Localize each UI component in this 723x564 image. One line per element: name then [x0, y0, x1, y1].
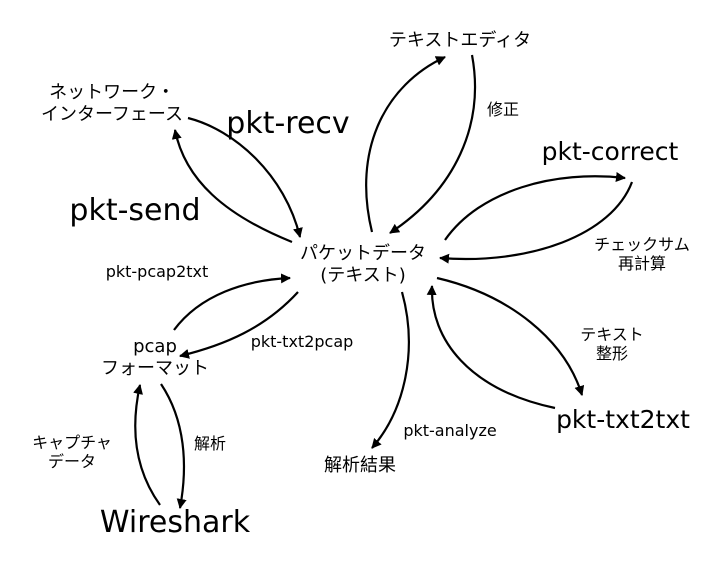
- packet-data-line1: パケットデータ: [300, 243, 426, 264]
- edge-label-analysis: 解析: [193, 434, 226, 453]
- text-format-line2: 整形: [595, 344, 628, 364]
- arrow-wireshark-to-pcap: [133, 384, 161, 506]
- arrow-pcap-to-packet: [173, 273, 291, 331]
- packet-data-line2: (テキスト): [320, 264, 406, 286]
- arrow-txt2txt-to-packet: [426, 285, 556, 410]
- arrow-packet-to-network-send: [171, 129, 293, 244]
- network-interface-line1: ネットワーク・: [49, 82, 175, 103]
- edge-label-edit: 修正: [486, 100, 519, 119]
- edge-label-pkt-recv: pkt-recv: [226, 106, 350, 141]
- edge-label-capture-data: キャプチャ データ: [22, 433, 122, 471]
- node-wireshark: Wireshark: [99, 505, 251, 540]
- edge-label-pkt-send: pkt-send: [69, 193, 201, 228]
- node-pkt-txt2txt: pkt-txt2txt: [556, 405, 690, 434]
- edge-label-checksum-recalc: チェックサム 再計算: [582, 235, 702, 273]
- arrow-editor-to-packet: [389, 54, 477, 234]
- edge-label-pkt-analyze: pkt-analyze: [403, 421, 497, 440]
- node-text-editor: テキストエディタ: [388, 30, 532, 51]
- edge-label-pkt-pcap2txt: pkt-pcap2txt: [105, 262, 209, 281]
- capture-data-line1: キャプチャ: [32, 433, 112, 452]
- arrow-packet-to-analysis: [371, 291, 410, 449]
- arrow-packet-to-txt2txt: [436, 276, 585, 396]
- pcap-format-line2: フォーマット: [101, 357, 209, 379]
- text-format-line1: テキスト: [580, 325, 644, 344]
- checksum-line2: 再計算: [617, 254, 666, 274]
- arrow-packet-to-correct: [444, 172, 626, 241]
- arrow-network-to-packet-recv: [187, 116, 303, 238]
- arrow-packet-to-editor: [365, 56, 446, 233]
- checksum-line1: チェックサム: [594, 235, 690, 254]
- node-network-interface: ネットワーク・ インターフェース: [27, 82, 197, 125]
- arrow-pcap-to-wireshark: [160, 383, 187, 509]
- capture-data-line2: データ: [47, 452, 96, 472]
- node-analysis-result: 解析結果: [324, 455, 396, 476]
- arrow-packet-to-pcap: [179, 291, 299, 359]
- node-pkt-correct: pkt-correct: [541, 137, 679, 166]
- network-interface-line2: インターフェース: [40, 103, 184, 125]
- node-packet-data: パケットデータ (テキスト): [288, 243, 438, 286]
- pcap-format-line1: pcap: [133, 336, 177, 357]
- edge-label-pkt-txt2pcap: pkt-txt2pcap: [250, 332, 354, 351]
- arrow-correct-to-packet: [439, 181, 634, 264]
- node-pcap-format: pcap フォーマット: [95, 336, 215, 379]
- edge-label-text-format: テキスト 整形: [567, 325, 657, 363]
